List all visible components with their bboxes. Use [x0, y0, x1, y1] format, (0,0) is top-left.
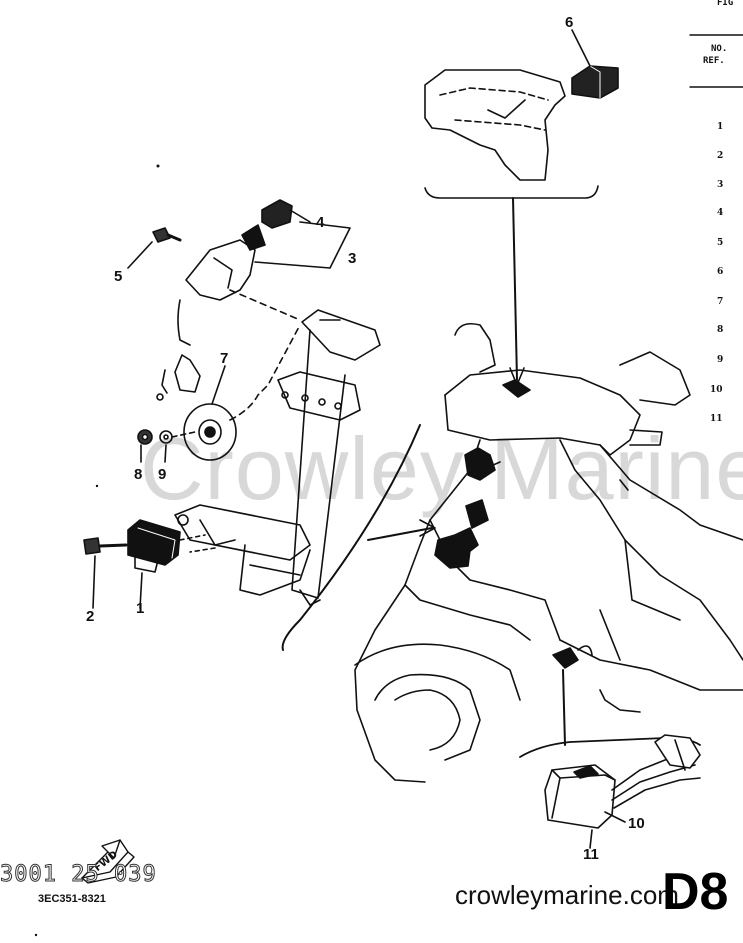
fig-label: FIG — [717, 0, 734, 8]
ref-number: 6 — [717, 267, 724, 277]
leader-2 — [92, 555, 96, 609]
ref-number: 1 — [717, 122, 724, 132]
ref-number: 9 — [717, 355, 724, 365]
callout-2: 2 — [86, 608, 95, 625]
callout-4: 4 — [316, 214, 325, 231]
pointer-steering — [367, 527, 433, 541]
callout-7: 7 — [220, 350, 229, 367]
steering-column — [174, 309, 381, 606]
leader-6 — [571, 29, 591, 67]
leader-4 — [289, 209, 311, 223]
bracket-underseat — [424, 185, 599, 199]
callout-9: 9 — [158, 466, 167, 483]
regulator-part-10 — [544, 734, 701, 829]
callout-1: 1 — [136, 600, 145, 617]
screw-part-2 — [83, 537, 128, 555]
ref-col-header-no: NO. — [711, 44, 728, 54]
ref-number: 3 — [717, 180, 724, 190]
pointer-relay — [562, 669, 566, 746]
ref-col-header-ref: REF. — [703, 56, 725, 66]
screw-part-5 — [152, 227, 182, 243]
part-code: 3EC351-8321 — [38, 893, 106, 905]
fwd-arrow — [81, 839, 135, 884]
callout-5: 5 — [114, 268, 123, 285]
watermark: Crowley Marine — [140, 419, 743, 518]
leader-5 — [127, 241, 153, 269]
ref-number: 2 — [717, 151, 724, 161]
ref-number: 10 — [710, 385, 723, 395]
page-code: D8 — [662, 863, 729, 921]
callout-6: 6 — [565, 14, 574, 31]
ref-number: 11 — [710, 414, 723, 424]
ref-number: 4 — [717, 208, 724, 218]
callout-8: 8 — [134, 466, 143, 483]
leader-3 — [254, 221, 351, 269]
divider-curve — [281, 424, 421, 651]
underseat-compartment — [424, 69, 566, 181]
pointer-underseat — [512, 197, 518, 381]
washer-part-9 — [159, 430, 173, 444]
leader-1 — [139, 572, 143, 609]
callout-10: 10 — [628, 815, 645, 832]
scooter-outline — [354, 322, 743, 783]
leader-9 — [164, 444, 167, 463]
horn-part-7 — [183, 324, 301, 461]
ref-number: 5 — [717, 238, 724, 248]
drawing-number: 3001 25 039 — [0, 862, 157, 888]
ref-number: 7 — [717, 297, 724, 307]
ref-number: 8 — [717, 325, 724, 335]
flasher-relay-part-1 — [127, 519, 206, 573]
site-url: crowleymarine.com — [455, 880, 679, 910]
relay-part-6 — [571, 65, 619, 99]
bolt-part-8 — [137, 429, 153, 445]
main-switch-assembly — [156, 199, 301, 401]
callout-3: 3 — [348, 250, 357, 267]
leader-11 — [589, 829, 593, 849]
callout-11: 11 — [583, 846, 599, 863]
leader-7 — [211, 365, 226, 405]
leader-10 — [604, 811, 626, 823]
